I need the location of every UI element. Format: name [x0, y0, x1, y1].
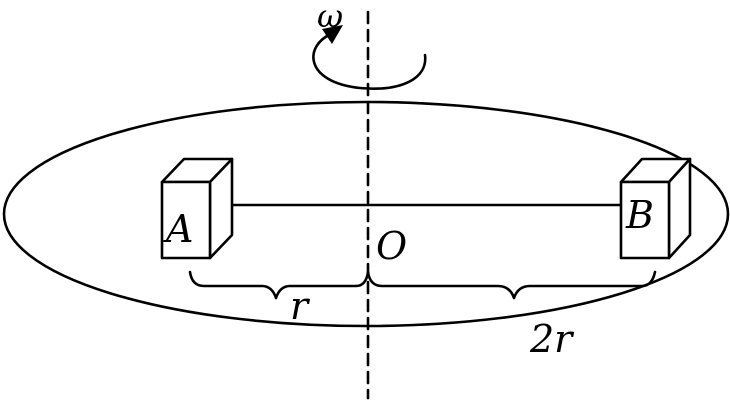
rotation-arrow-arc: [312, 32, 427, 90]
rotation-arrowhead-icon: [322, 25, 343, 44]
block-b: B: [619, 157, 692, 260]
block-a-label: A: [163, 207, 193, 251]
omega-label: ω: [317, 0, 343, 35]
turntable-disk: [2, 100, 730, 328]
brace-2r: [366, 270, 657, 300]
block-a-front-face: [160, 180, 212, 260]
distance-2r-label: 2r: [529, 317, 575, 361]
block-b-front-face: [619, 180, 671, 260]
distance-r-label: r: [290, 284, 311, 328]
center-label: O: [376, 224, 407, 268]
block-a: A: [160, 157, 234, 260]
brace-r: [188, 270, 370, 300]
block-b-label: B: [625, 193, 654, 237]
